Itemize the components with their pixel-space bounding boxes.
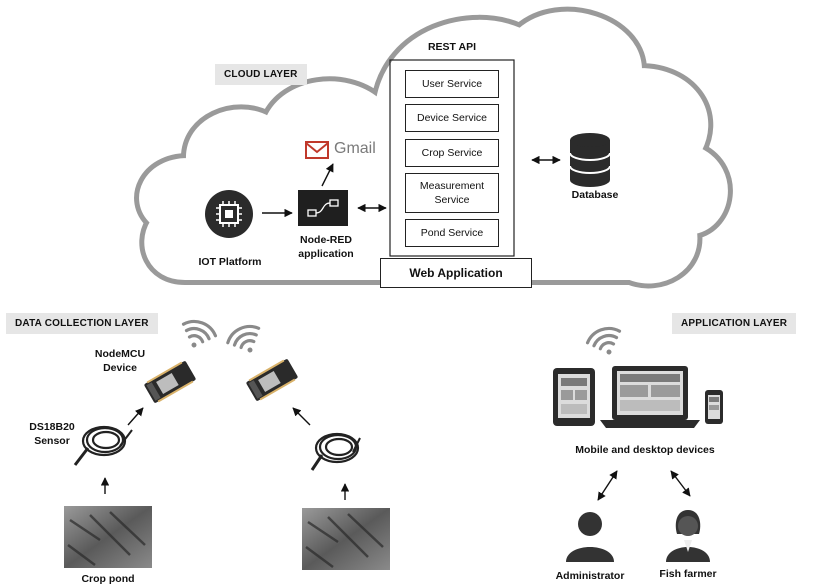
sensor-label: DS18B20 Sensor [26,420,78,448]
application-layer-tag: APPLICATION LAYER [672,313,797,334]
cloud-arrows [262,155,561,218]
sensor-label-line2: Sensor [34,435,70,447]
nodemcu-label-line2: Device [103,362,137,374]
user-service-box: User Service [405,70,499,98]
rest-api-title: REST API [427,41,477,53]
nodemcu-board-icon [246,359,298,401]
application-arrows [597,470,691,501]
rest-api-container [389,59,515,257]
fish-farmer-label: Fish farmer [659,568,717,580]
temperature-sensor-icon [310,432,361,471]
database-icon [569,133,611,187]
temperature-sensor-icon [73,425,133,466]
data-collection-layer-tag: DATA COLLECTION LAYER [6,313,158,334]
nodemcu-label: NodeMCU Device [90,347,150,375]
administrator-label: Administrator [555,570,625,582]
cloud-layer-tag: CLOUD LAYER [215,64,307,85]
measurement-service-box: Measurement Service [405,173,499,213]
tablet-icon [553,368,595,426]
wifi-icon [585,326,622,355]
iot-chip-icon [205,190,253,238]
data-collection-arrows [100,407,350,500]
administrator-avatar-icon [566,512,614,562]
crop-pond-photo [302,508,390,570]
device-service-box: Device Service [405,104,499,132]
web-application-box: Web Application [380,258,532,288]
node-red-icon [298,190,348,226]
crop-service-box: Crop Service [405,139,499,167]
gmail-label: Gmail [334,140,376,157]
wifi-icon [181,319,218,348]
node-red-label-line2: application [298,248,354,260]
gmail-icon [305,141,329,159]
phone-icon [705,390,723,424]
database-label: Database [571,189,619,201]
nodemcu-label-line1: NodeMCU [94,348,146,360]
devices-label: Mobile and desktop devices [575,444,715,456]
sensor-label-line1: DS18B20 [29,421,75,433]
pond-service-box: Pond Service [405,219,499,247]
node-red-label: Node-RED application [290,233,362,261]
fish-farmer-avatar-icon [666,510,710,562]
laptop-icon [600,366,700,428]
wifi-icon [226,324,261,353]
node-red-label-line1: Node-RED [300,234,352,246]
nodemcu-board-icon [144,361,196,403]
crop-pond-photo [64,506,152,568]
crop-pond-label: Crop pond [81,573,135,585]
iot-platform-label: IOT Platform [198,256,262,268]
